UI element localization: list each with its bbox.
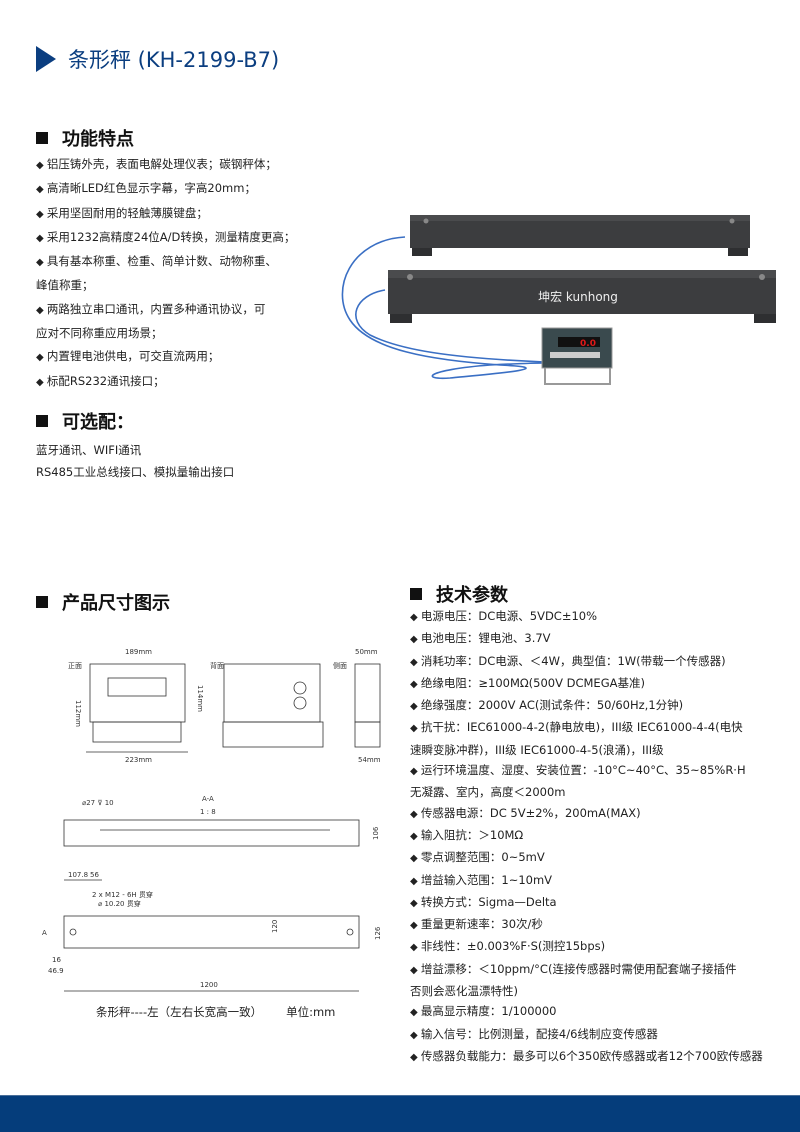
square-bullet-icon (410, 588, 422, 600)
dim-56: 56 (90, 871, 99, 879)
list-item: 标配RS232通讯接口； (36, 370, 326, 394)
spec-item: 非线性：±0.003%F·S(测控15bps) (410, 936, 795, 958)
spec-item: 最高显示精度：1/100000 (410, 1001, 795, 1023)
caption-text: 条形秤----左（左右长宽高一致） (96, 1005, 263, 1019)
optional-heading: 可选配： (36, 408, 134, 434)
spec-item: 输入信号：比例测量，配接4/6线制应变传感器 (410, 1024, 795, 1046)
specs-heading: 技术参数 (410, 581, 508, 607)
footer-band (0, 1095, 800, 1132)
unit-text: 单位:mm (286, 1005, 336, 1019)
square-bullet-icon (36, 415, 48, 427)
features-list: 铝压铸外壳，表面电解处理仪表；碳钢秤体； 高清晰LED红色显示字幕，字高20mm… (36, 153, 326, 394)
square-bullet-icon (36, 596, 48, 608)
heading-text: 技术参数 (436, 585, 508, 606)
list-item: RS485工业总线接口、模拟量输出接口 (36, 465, 235, 479)
list-item: 高清晰LED红色显示字幕，字高20mm； (36, 177, 326, 201)
spec-item: 重量更新速率：30次/秒 (410, 914, 795, 936)
list-item: 蓝牙通讯、WIFI通讯 (36, 443, 142, 457)
spec-item: 电源电压：DC电源、5VDC±10% (410, 606, 795, 628)
dim-section-height: 106 (372, 826, 380, 840)
indicator-drawings: 189mm 正面 223mm 114mm 112mm 背面 侧面 50mm 54… (68, 648, 381, 764)
spec-item: 转换方式：Sigma—Delta (410, 892, 795, 914)
spec-item: 输入阻抗：＞10MΩ (410, 825, 795, 847)
spec-item: 绝缘强度：2000V AC(测试条件：50/60Hz,1分钟) (410, 695, 795, 717)
heading-text: 功能特点 (62, 129, 134, 150)
list-item: 具有基本称重、检重、简单计数、动物称重、 (36, 250, 326, 274)
spec-item: 增益漂移：＜10ppm/°C(连接传感器时需使用配套端子接插件 (410, 959, 795, 981)
list-item: 采用1232高精度24位A/D转换，测量精度更高； (36, 226, 326, 250)
indicator: 0.0 (541, 327, 613, 385)
dim-126: 126 (374, 926, 380, 940)
spec-item: 消耗功率：DC电源、＜4W，典型值：1W(带载一个传感器) (410, 651, 795, 673)
list-item: 铝压铸外壳，表面电解处理仪表；碳钢秤体； (36, 153, 326, 177)
dim-1200: 1200 (200, 981, 218, 989)
spec-item: 零点调整范围：0~5mV (410, 847, 795, 869)
hole-note: ⌀27 ⊽ 10 (82, 799, 114, 807)
brand-label: 坤宏 kunhong (538, 289, 618, 304)
cable (341, 236, 546, 380)
dimensions-heading: 产品尺寸图示 (36, 589, 170, 615)
dim-120: 120 (271, 920, 279, 933)
list-item-cont: 峰值称重； (36, 278, 94, 293)
front-label: 正面 (68, 662, 82, 670)
weighing-bar-back (410, 215, 750, 256)
section-mark: A (42, 929, 47, 937)
dim-height: 114mm (196, 685, 204, 712)
dim-16: 16 (52, 956, 61, 964)
heading-text: 产品尺寸图示 (62, 593, 170, 614)
dim-width: 189mm (125, 648, 152, 656)
spec-item: 传感器负载能力：最多可以6个350欧传感器或者12个700欧传感器 (410, 1046, 795, 1068)
section-name: A-A (202, 795, 214, 803)
spec-item: 抗干扰：IEC61000-4-2(静电放电)，III级 IEC61000-4-4… (410, 717, 795, 739)
dim-base-height: 112mm (74, 700, 82, 727)
spec-item: 绝缘电阻：≥100MΩ(500V DCMEGA基准) (410, 673, 795, 695)
spec-item: 运行环境温度、湿度、安装位置：-10°C~40°C、35~85%R·H (410, 760, 795, 782)
dim-107: 107.8 (68, 871, 88, 879)
hole-note-2: ⌀ 10.20 贯穿 (98, 899, 141, 908)
spec-item: 传感器电源：DC 5V±2%，200mA(MAX) (410, 803, 795, 825)
dim-base-width: 223mm (125, 756, 152, 764)
list-item: 内置锂电池供电，可交直流两用； (36, 345, 326, 369)
list-item: 两路独立串口通讯，内置多种通讯协议，可 (36, 298, 326, 322)
bolt-note: 2 x M12 - 6H 贯穿 (92, 890, 153, 899)
section-scale: 1 : 8 (200, 808, 216, 816)
spec-item: 无凝露、室内，高度＜2000m (410, 785, 566, 800)
spec-item: 速瞬变脉冲群)，III级 IEC61000-4-5(浪涌)，III级 (410, 742, 664, 757)
dim-46: 46.9 (48, 967, 64, 975)
display-value: 0.0 (580, 339, 596, 349)
dim-side-base: 54mm (358, 756, 381, 764)
features-heading: 功能特点 (36, 125, 134, 151)
side-label: 侧面 (333, 661, 347, 670)
specs-list: 电源电压：DC电源、5VDC±10%电池电压：锂电池、3.7V消耗功率：DC电源… (410, 606, 795, 1068)
square-bullet-icon (36, 132, 48, 144)
weighing-bar-front: 坤宏 kunhong (388, 270, 776, 323)
page-title: 条形秤 (KH-2199-B7) (36, 44, 279, 74)
back-label: 背面 (210, 661, 224, 670)
bar-drawings: ⌀27 ⊽ 10 A-A 1 : 8 106 107.8 56 2 x M12 … (42, 795, 380, 992)
optional-list: 蓝牙通讯、WIFI通讯 RS485工业总线接口、模拟量输出接口 (36, 439, 234, 483)
drawing-caption: 条形秤----左（左右长宽高一致） 单位:mm (96, 1004, 335, 1020)
heading-text: 可选配： (62, 412, 134, 433)
list-item-cont: 应对不同称重应用场景； (36, 326, 163, 341)
spec-item: 电池电压：锂电池、3.7V (410, 628, 795, 650)
dim-depth: 50mm (355, 648, 378, 656)
list-item: 采用坚固耐用的轻触薄膜键盘； (36, 202, 326, 226)
spec-item: 增益输入范围：1~10mV (410, 870, 795, 892)
triangle-icon (36, 46, 56, 72)
product-image: 坤宏 kunhong 0.0 (341, 215, 776, 385)
spec-item: 否则会恶化温漂特性) (410, 984, 518, 999)
title-text: 条形秤 (KH-2199-B7) (68, 48, 280, 72)
